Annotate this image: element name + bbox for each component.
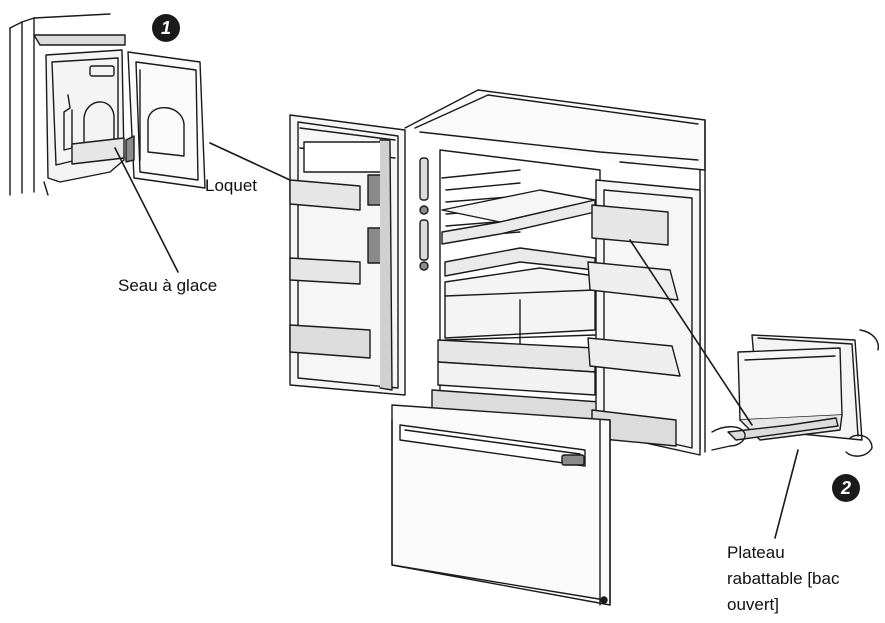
flip-tray-label-line3: ouvert] bbox=[727, 595, 779, 614]
step-2-badge: 2 bbox=[832, 474, 860, 502]
flip-tray-label-line1: Plateau bbox=[727, 543, 785, 562]
flip-tray-label-line2: rabattable [bac bbox=[727, 569, 840, 588]
tray-leader-line-lower bbox=[774, 449, 799, 539]
inset-flip-tray bbox=[711, 329, 879, 457]
ice-bucket-label: Seau à glace bbox=[118, 276, 218, 295]
callout-lines bbox=[114, 142, 799, 539]
tray-leader-line-upper bbox=[629, 239, 753, 426]
latch-label: Loquet bbox=[205, 176, 257, 195]
inset-ice-compartment bbox=[9, 13, 206, 196]
latch-leader-line bbox=[209, 142, 291, 181]
ice-bucket-leader-line bbox=[114, 147, 179, 273]
step-1-badge: 1 bbox=[152, 14, 180, 42]
refrigerator-body bbox=[289, 89, 706, 606]
